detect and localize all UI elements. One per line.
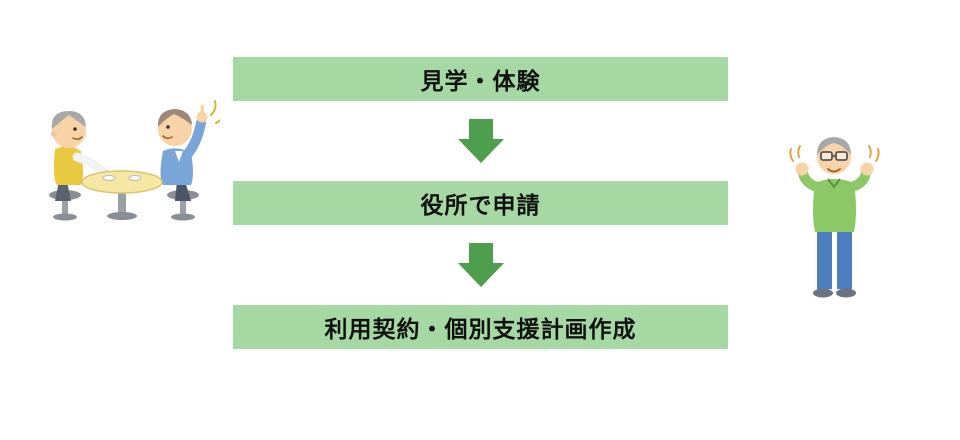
- down-arrow-icon: [457, 243, 504, 287]
- flow-arrow-wrap: [457, 101, 504, 181]
- two-people-at-table-image: [49, 100, 226, 221]
- flow-step-label: 利用契約・個別支援計画作成: [324, 316, 637, 342]
- cheering-man-illustration: [787, 127, 882, 312]
- flow-step-box: 利用契約・個別支援計画作成: [233, 305, 728, 349]
- down-arrow-icon: [457, 119, 504, 163]
- consultation-illustration: [25, 85, 226, 230]
- flow-step-box: 見学・体験: [233, 57, 728, 101]
- cheering-man-image: [789, 137, 880, 298]
- flow-step-box: 役所で申請: [233, 181, 728, 225]
- flow-arrow-wrap: [457, 225, 504, 305]
- flow-step-label: 見学・体験: [420, 68, 541, 94]
- process-flow: 見学・体験 役所で申請 利用契約・個別支援計画作成: [233, 57, 728, 349]
- flow-step-label: 役所で申請: [420, 192, 541, 218]
